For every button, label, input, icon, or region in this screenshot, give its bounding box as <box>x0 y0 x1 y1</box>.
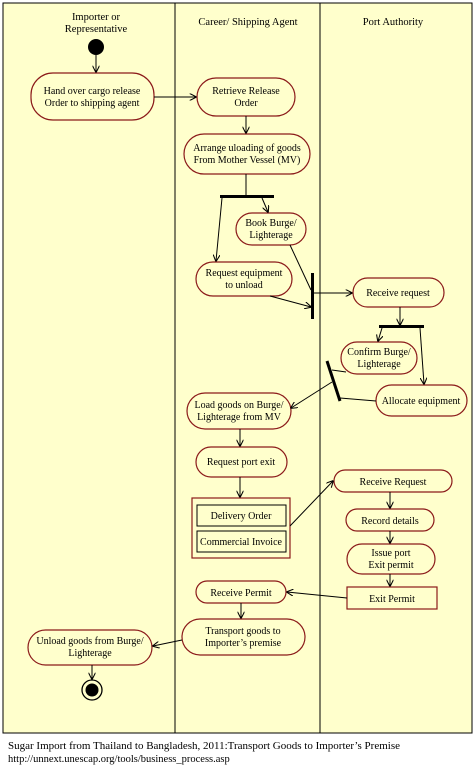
fork-bar-1 <box>220 195 274 198</box>
activity-request-port-exit: Request port exit <box>195 446 288 478</box>
activity-allocate-equipment: Allocate equipment <box>375 384 468 417</box>
lane-agent <box>174 2 321 734</box>
flow-fork-to-request <box>216 197 223 261</box>
activity-record-label: Record details <box>361 516 419 527</box>
lane-title-port: Port Authority <box>363 17 424 28</box>
source-url: http://unnext.unescap.org/tools/business… <box>8 754 230 765</box>
activity-confirm-label: Confirm Burge/Lighterage <box>347 347 411 370</box>
flow-request-to-join <box>269 295 311 307</box>
activity-receive-permit-label: Receive Permit <box>210 588 272 599</box>
join-bar-2 <box>325 360 342 402</box>
document-exit-permit-label: Exit Permit <box>369 594 415 605</box>
flow-fork2-to-allocate <box>419 327 424 384</box>
flow-fork-to-book <box>261 197 268 212</box>
flow-allocate-to-join2 <box>339 397 377 402</box>
activity-book-burge: Book Burge/Lighterage <box>235 212 307 246</box>
activity-load-label: Load goods on Burge/Lighterage from MV <box>195 400 284 423</box>
activity-unload-goods: Unload goods from Burge/Lighterage <box>27 629 153 666</box>
activity-allocate-label: Allocate equipment <box>382 396 461 407</box>
activity-load-goods: Load goods on Burge/Lighterage from MV <box>186 392 292 430</box>
end-node <box>81 679 103 701</box>
flow-book-to-join <box>289 244 312 291</box>
flow-documents-to-receive-request <box>289 481 333 527</box>
flow-fork2-to-confirm <box>378 327 382 341</box>
activity-receive-request-2: Receive Request <box>333 469 453 493</box>
flow-confirm-to-join2 <box>331 369 347 373</box>
document-exit-permit: Exit Permit <box>346 586 438 610</box>
activity-record-details: Record details <box>345 508 435 532</box>
activity-receive-request-port-label: Receive request <box>366 288 430 299</box>
activity-book-label: Book Burge/Lighterage <box>245 218 296 241</box>
figure-caption: Sugar Import from Thailand to Bangladesh… <box>8 740 400 752</box>
flow-lines <box>92 55 424 679</box>
document-delivery-order <box>196 504 287 527</box>
activity-unload-label: Unload goods from Burge/Lighterage <box>36 636 144 659</box>
activity-receive-permit: Receive Permit <box>195 580 287 604</box>
document-commercial-invoice <box>196 530 287 553</box>
lane-importer <box>2 2 176 734</box>
activity-receive-request-2-label: Receive Request <box>360 477 427 488</box>
activity-request-exit-label: Request port exit <box>207 457 276 468</box>
flow-join2-to-load <box>291 381 333 408</box>
flow-exit-permit-to-receive-permit <box>287 592 348 599</box>
document-commercial-invoice-label: Commercial Invoice <box>200 537 282 548</box>
start-node <box>88 39 104 55</box>
activity-receive-request-port: Receive request <box>352 277 445 308</box>
activity-confirm-burge: Confirm Burge/Lighterage <box>340 341 418 375</box>
flow-transport-to-unload <box>153 639 183 646</box>
join-bar-1 <box>311 273 314 319</box>
lane-title-agent: Career/ Shipping Agent <box>198 17 297 28</box>
documents-group: Delivery Order Commercial Invoice <box>191 497 291 559</box>
fork-bar-2 <box>379 325 424 328</box>
document-delivery-order-label: Delivery Order <box>211 511 272 522</box>
